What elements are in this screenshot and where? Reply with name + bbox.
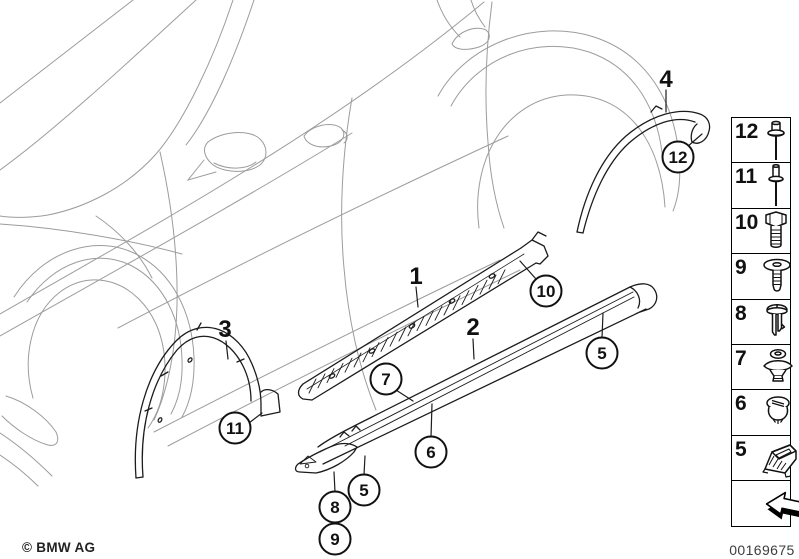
callout-9[interactable]: 9 (318, 522, 352, 556)
callout-6[interactable]: 6 (414, 435, 448, 469)
washer-screw-icon (763, 258, 791, 292)
bmw-copyright: © BMW AG (22, 540, 96, 555)
part-4-rear-arch-trim (576, 105, 711, 234)
callout-5-front[interactable]: 5 (347, 473, 381, 507)
leader-lines (225, 89, 703, 493)
callout-12[interactable]: 12 (661, 140, 695, 174)
side-mirror (204, 132, 267, 172)
fastener-legend: 12 11 10 (731, 117, 799, 528)
legend-cell-7[interactable]: 7 (731, 344, 793, 392)
part-label-3: 3 (218, 316, 231, 343)
blind-rivet-long-icon (768, 163, 784, 206)
part-2-sill-trim (294, 283, 658, 474)
direction-arrow-icon (765, 491, 799, 520)
svg-text:5: 5 (597, 344, 606, 363)
push-pin-clip-icon (763, 348, 793, 382)
grommet-nut-icon (766, 396, 790, 424)
legend-cell-11[interactable]: 11 (731, 162, 791, 210)
part-1-rocker-carrier (297, 231, 549, 401)
callout-8[interactable]: 8 (318, 490, 352, 524)
callouts: 12 10 11 7 5 6 (218, 140, 695, 556)
svg-text:6: 6 (426, 443, 435, 462)
blind-rivet-icon (767, 120, 785, 160)
legend-cell-10[interactable]: 10 (731, 207, 791, 255)
part-label-4: 4 (659, 66, 673, 93)
front-door-handle (303, 124, 345, 148)
diagram-number: 00169675 (729, 542, 795, 558)
part-label-1: 1 (409, 263, 422, 290)
legend-cell-12[interactable]: 12 (731, 117, 791, 164)
expanding-rivet-icon (766, 304, 788, 336)
vehicle-line-art (0, 0, 681, 487)
svg-text:8: 8 (330, 498, 339, 517)
legend-cell-9[interactable]: 9 (731, 253, 791, 301)
callout-10[interactable]: 10 (529, 274, 563, 308)
part-3-front-arch-trim (134, 322, 281, 479)
svg-text:12: 12 (669, 148, 688, 167)
callout-11[interactable]: 11 (218, 411, 252, 445)
legend-cell-6[interactable]: 6 (731, 389, 791, 437)
svg-text:11: 11 (226, 419, 244, 438)
legend-cell-arrow[interactable] (731, 480, 799, 528)
rear-door-handle (451, 27, 490, 50)
legend-cell-8[interactable]: 8 (731, 298, 791, 346)
legend-cell-5[interactable]: 5 (731, 434, 797, 482)
svg-text:7: 7 (381, 370, 390, 389)
svg-text:10: 10 (537, 282, 556, 301)
callout-7[interactable]: 7 (369, 362, 403, 396)
part-label-2: 2 (466, 314, 479, 341)
hex-bolt-icon (765, 211, 787, 249)
svg-text:9: 9 (330, 530, 339, 549)
svg-text:5: 5 (359, 481, 368, 500)
support-bracket-icon (762, 444, 797, 478)
callout-5-rear[interactable]: 5 (585, 336, 619, 370)
